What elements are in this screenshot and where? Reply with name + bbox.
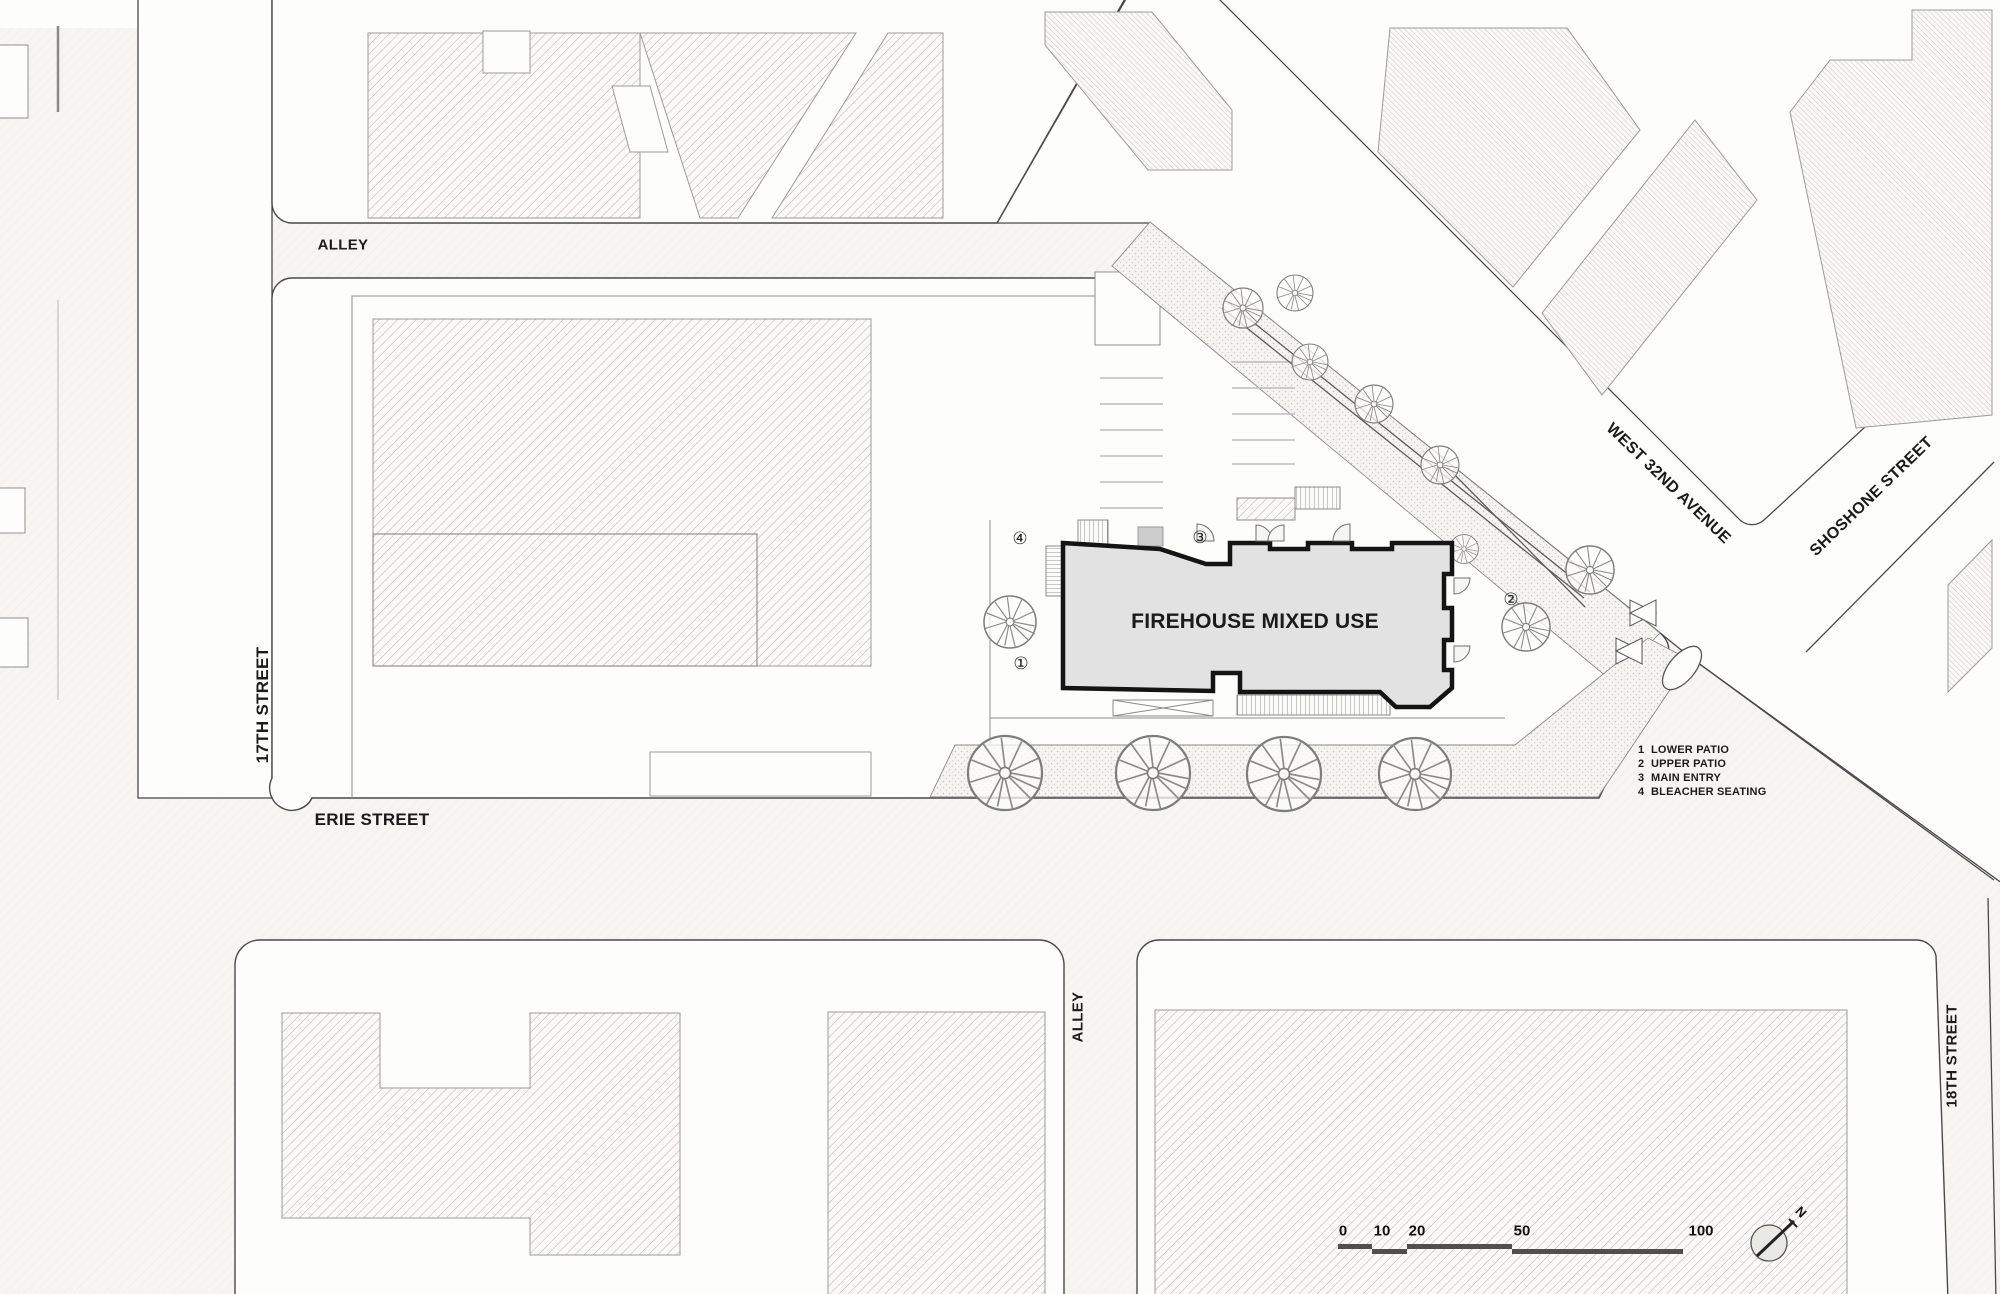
- legend-item-number: 1: [1638, 744, 1645, 756]
- parking-stripes: [1100, 361, 1295, 509]
- scale-label-10: 10: [1373, 1222, 1391, 1240]
- hatched-buildings-diagonal: [1044, 9, 1993, 694]
- street-label-17th-street: 17TH STREET: [253, 646, 272, 764]
- legend-item-number: 4: [1638, 786, 1645, 798]
- legend-item-label: BLEACHER SEATING: [1651, 786, 1767, 798]
- street-label-18th-street: 18TH STREET: [1943, 1004, 1961, 1108]
- plan-marker-4-bleacher-seating: ④: [1012, 529, 1028, 548]
- legend-item-lower-patio: 1 LOWER PATIO: [1638, 743, 1766, 757]
- legend-item-label: LOWER PATIO: [1651, 744, 1730, 756]
- legend-item-label: MAIN ENTRY: [1651, 772, 1722, 784]
- door-swing-icons: [1196, 523, 1471, 663]
- legend-item-upper-patio: 2 UPPER PATIO: [1638, 757, 1766, 771]
- firehouse-building-label: FIREHOUSE MIXED USE: [1131, 610, 1379, 633]
- scale-label-20: 20: [1408, 1222, 1426, 1240]
- plan-marker-2-upper-patio: ②: [1503, 590, 1519, 609]
- legend-item-main-entry: 3 MAIN ENTRY: [1638, 771, 1766, 785]
- legend: 1 LOWER PATIO 2 UPPER PATIO 3 MAIN ENTRY…: [1638, 743, 1766, 799]
- patio-details: [1221, 301, 1703, 691]
- site-details: [1045, 486, 1391, 717]
- street-label-alley-south: ALLEY: [1069, 991, 1087, 1043]
- scale-label-50: 50: [1513, 1222, 1531, 1240]
- street-label-erie-street: ERIE STREET: [314, 810, 430, 829]
- legend-item-number: 3: [1638, 772, 1645, 784]
- scale-bar: [1338, 1244, 1683, 1254]
- street-label-alley-top: ALLEY: [317, 236, 369, 254]
- bleacher-seating-area: [1045, 545, 1064, 597]
- lot-lines: [351, 271, 1505, 798]
- hatched-buildings: [281, 30, 1848, 1294]
- scale-label-0: 0: [1338, 1222, 1348, 1240]
- plan-marker-1-lower-patio: ①: [1013, 654, 1029, 673]
- legend-item-bleacher-seating: 4 BLEACHER SEATING: [1638, 785, 1766, 799]
- block-edge-lines: [56, 0, 1997, 1294]
- legend-item-number: 2: [1638, 758, 1645, 770]
- scale-label-100: 100: [1688, 1222, 1714, 1240]
- north-arrow-icon: [1750, 1218, 1798, 1262]
- edge-buildings-west: [0, 44, 29, 668]
- firehouse-building: [1060, 523, 1471, 710]
- legend-item-label: UPPER PATIO: [1651, 758, 1727, 770]
- plan-marker-3-main-entry: ③: [1192, 528, 1208, 547]
